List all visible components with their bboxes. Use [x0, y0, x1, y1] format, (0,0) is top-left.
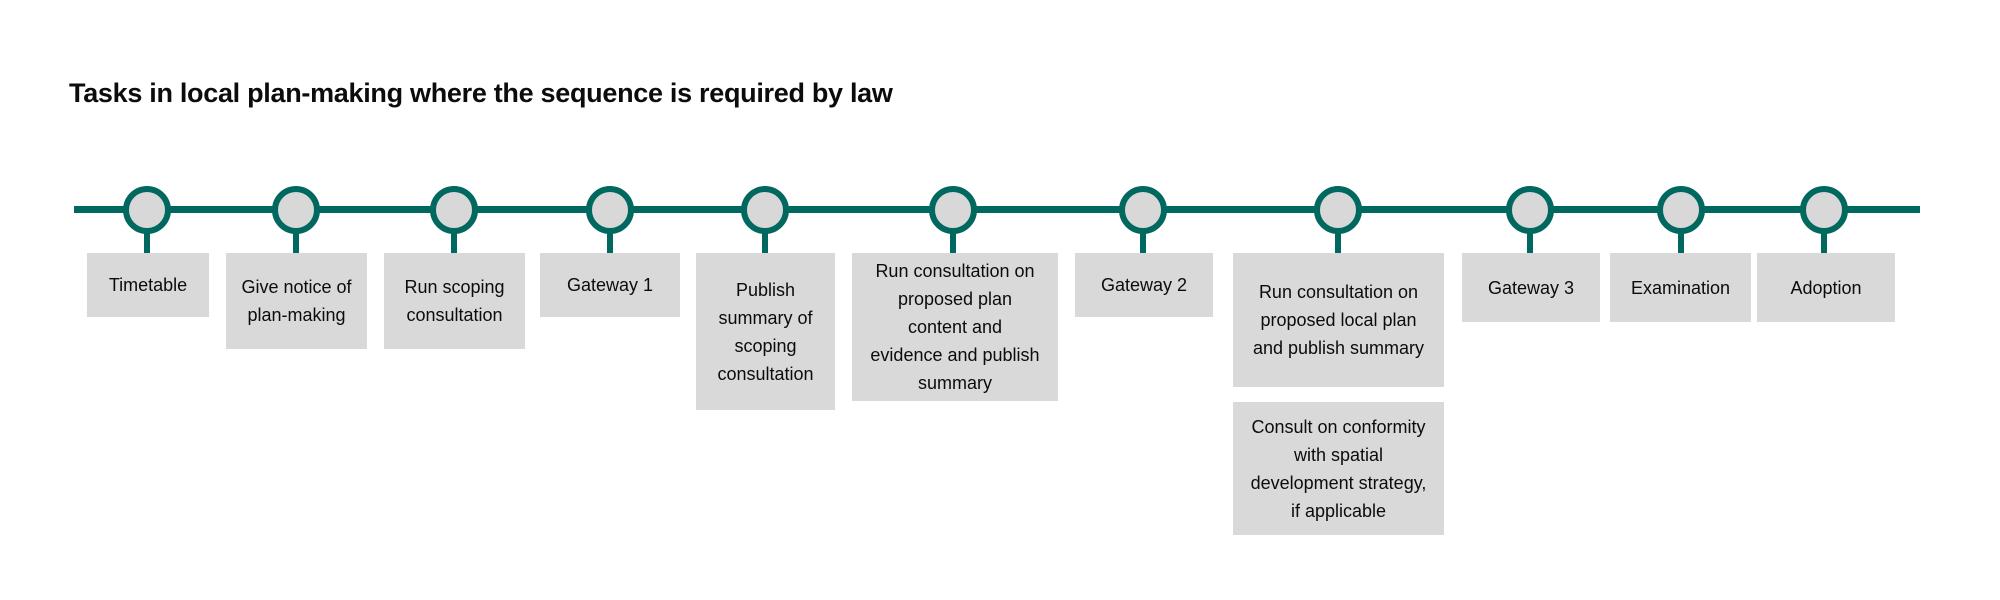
milestone-circle-icon: [123, 186, 171, 234]
step-box-timetable: Timetable: [87, 253, 209, 317]
timeline-line: [74, 206, 1920, 213]
milestone-circle-icon: [586, 186, 634, 234]
step-box-run-consultation-local-plan: Run consultation on proposed local plan …: [1233, 253, 1444, 387]
milestone-circle-icon: [1314, 186, 1362, 234]
step-box-give-notice: Give notice of plan-making: [226, 253, 367, 349]
milestone-circle-icon: [1800, 186, 1848, 234]
step-box-adoption: Adoption: [1757, 253, 1895, 322]
milestone-circle-icon: [741, 186, 789, 234]
step-box-consult-conformity: Consult on conformity with spatial devel…: [1233, 402, 1444, 535]
milestone-circle-icon: [1506, 186, 1554, 234]
milestone-circle-icon: [929, 186, 977, 234]
milestone-circle-icon: [1657, 186, 1705, 234]
milestone-circle-icon: [272, 186, 320, 234]
milestone-circle-icon: [430, 186, 478, 234]
step-box-examination: Examination: [1610, 253, 1751, 322]
step-box-gateway-2: Gateway 2: [1075, 253, 1213, 317]
step-box-gateway-3: Gateway 3: [1462, 253, 1600, 322]
diagram-title: Tasks in local plan-making where the seq…: [69, 78, 893, 108]
step-box-gateway-1: Gateway 1: [540, 253, 680, 317]
step-box-publish-scoping-summary: Publish summary of scoping consultation: [696, 253, 835, 410]
step-box-run-consultation-plan-content: Run consultation on proposed plan conten…: [852, 253, 1058, 401]
step-box-run-scoping-consultation: Run scoping consultation: [384, 253, 525, 349]
milestone-circle-icon: [1119, 186, 1167, 234]
